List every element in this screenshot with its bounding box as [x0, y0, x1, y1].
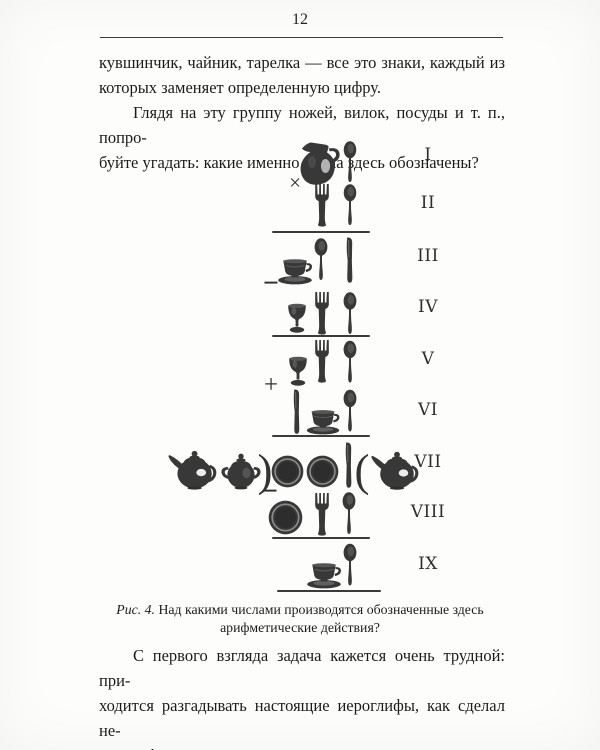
sugar-bowl-icon: [221, 451, 261, 490]
spoon-icon: [342, 292, 358, 336]
paragraph-1: кувшинчик, чайник, тарелка — все это зна…: [99, 50, 505, 100]
text-line: ходится разгадывать настоящие иероглифы,…: [99, 696, 505, 740]
open-paren-symbol: (: [354, 445, 370, 496]
spoon-icon: [313, 238, 329, 282]
knife-icon: [343, 237, 356, 285]
figure-caption-line-1: Рис. 4. Над какими числами производятся …: [0, 601, 600, 619]
roman-numeral-9: IX: [418, 554, 438, 574]
close-paren-symbol: ): [257, 445, 273, 496]
figure-caption-line-2: арифметические действия?: [220, 620, 380, 635]
text-line: С первого взгляда задача кажется очень т…: [99, 646, 505, 690]
teapot-icon: [166, 449, 217, 490]
fork-icon: [313, 292, 331, 335]
paragraph-3: С первого взгляда задача кажется очень т…: [99, 643, 505, 750]
roman-numeral-2: II: [420, 193, 436, 213]
roman-numeral-8: VIII: [410, 502, 446, 522]
roman-numeral-1: I: [424, 145, 432, 165]
figure-caption-text: Над какими числами производятся обозначе…: [158, 602, 484, 617]
roman-numeral-5: V: [421, 349, 435, 369]
fork-icon: [313, 340, 331, 383]
figure-rule: [277, 590, 381, 592]
figure-caption: Рис. 4. Над какими числами производятся …: [0, 601, 600, 637]
minus-operator: −: [262, 476, 278, 507]
cup-and-saucer-icon: [305, 561, 343, 589]
roman-numeral-3: III: [417, 246, 439, 266]
roman-numeral-6: VI: [418, 400, 438, 420]
spoon-icon: [341, 492, 357, 536]
goblet-icon: [286, 303, 308, 334]
spoon-icon: [342, 340, 358, 385]
figure-rule: [272, 537, 370, 539]
cup-and-saucer-icon: [276, 257, 314, 285]
roman-numeral-4: IV: [418, 297, 438, 317]
figure-rule: [272, 335, 370, 337]
multiply-operator: ×: [289, 170, 301, 195]
fork-icon: [313, 493, 331, 536]
knife-icon: [342, 442, 355, 490]
figure-rule: [272, 435, 370, 437]
fork-icon: [313, 184, 331, 227]
text-line: буйте угадать: какие именно числа здесь …: [99, 153, 479, 172]
figure-rule: [272, 231, 370, 233]
spoon-icon: [342, 141, 358, 184]
text-line: Глядя на эту группу ножей, вилок, посуды…: [99, 103, 505, 147]
pitcher-icon: [297, 140, 341, 187]
spoon-icon: [342, 543, 358, 588]
text-line: которых заменяет определенную цифру.: [99, 78, 382, 97]
text-line: когда француз Шамполион. Но ваша задача …: [99, 743, 505, 750]
minus-operator: −: [263, 268, 279, 299]
roman-numeral-7: VII: [414, 452, 442, 472]
text-line: кувшинчик, чайник, тарелка — все это зна…: [99, 53, 505, 72]
page-number: 12: [292, 11, 308, 28]
spoon-icon: [342, 184, 358, 227]
cup-and-saucer-icon: [304, 408, 342, 435]
goblet-icon: [287, 356, 309, 387]
header-rule: [100, 37, 503, 38]
knife-icon: [290, 389, 303, 436]
plus-operator: +: [263, 371, 279, 399]
plate-icon: [268, 500, 303, 535]
figure-caption-label: Рис. 4.: [116, 602, 155, 617]
plate-icon: [306, 455, 339, 488]
teapot-icon: [369, 450, 419, 490]
spoon-icon: [342, 389, 358, 434]
paragraph-2: Глядя на эту группу ножей, вилок, посуды…: [99, 100, 505, 175]
